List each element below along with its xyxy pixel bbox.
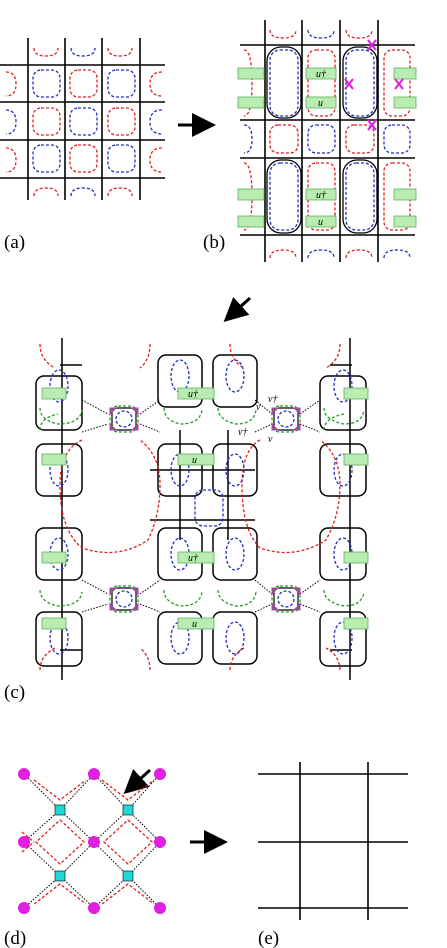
panel-d-red-loops — [21, 779, 155, 905]
op-c-udagger-1: u† — [188, 389, 199, 400]
panel-c-red-loops — [39, 343, 341, 671]
op-c-u-2: u — [192, 619, 197, 630]
panel-a-label: (a) — [4, 232, 25, 253]
panel-c-dotted-links — [81, 399, 321, 613]
op-c-v-1: v — [256, 402, 261, 413]
panel-c-green-loops — [39, 405, 365, 613]
op-b-u-2: u — [318, 217, 323, 228]
op-c-u-1: u — [192, 455, 197, 466]
panel-b-green-boxes — [237, 67, 417, 228]
panel-c-label: (c) — [4, 682, 25, 703]
panel-c-triangles — [109, 407, 301, 611]
panel-b-solid-loops — [266, 46, 378, 234]
panel-d-label: (d) — [4, 928, 26, 948]
op-c-vdagger-2: v† — [238, 427, 248, 438]
op-c-vdagger-1: v† — [268, 394, 278, 405]
op-c-udagger-2: u† — [188, 553, 199, 564]
arrow-b-to-c — [223, 296, 252, 323]
panel-d-magenta-sites — [18, 768, 166, 914]
panel-b-crosses — [344, 39, 404, 131]
panel-c-cyan-squares — [111, 407, 299, 611]
panel-b-operator-labels: u† u u† u — [316, 69, 327, 228]
panel-c: u† u u† u v† v v† v (c) — [4, 338, 369, 703]
op-b-udagger-2: u† — [316, 190, 327, 201]
panel-e-grid — [258, 762, 408, 920]
op-b-u-1: u — [318, 98, 323, 109]
panel-b: u† u u† u (b) — [203, 20, 417, 262]
panel-b-label: (b) — [203, 232, 225, 253]
panel-a: (a) — [0, 38, 165, 253]
panel-c-operator-labels: u† u u† u v† v v† v — [188, 389, 278, 630]
op-c-v-2: v — [268, 434, 273, 445]
panel-c-green-boxes — [41, 387, 369, 630]
panel-d-cyan-sites — [54, 804, 134, 882]
panel-e-label: (e) — [258, 928, 279, 948]
panel-b-grid — [240, 20, 415, 262]
op-b-udagger-1: u† — [316, 69, 327, 80]
panel-a-loops — [5, 47, 163, 197]
arrow-c-to-d — [123, 768, 152, 795]
panel-d: (d) — [4, 768, 166, 948]
panel-a-grid — [0, 38, 165, 200]
panel-e: (e) — [258, 762, 408, 948]
